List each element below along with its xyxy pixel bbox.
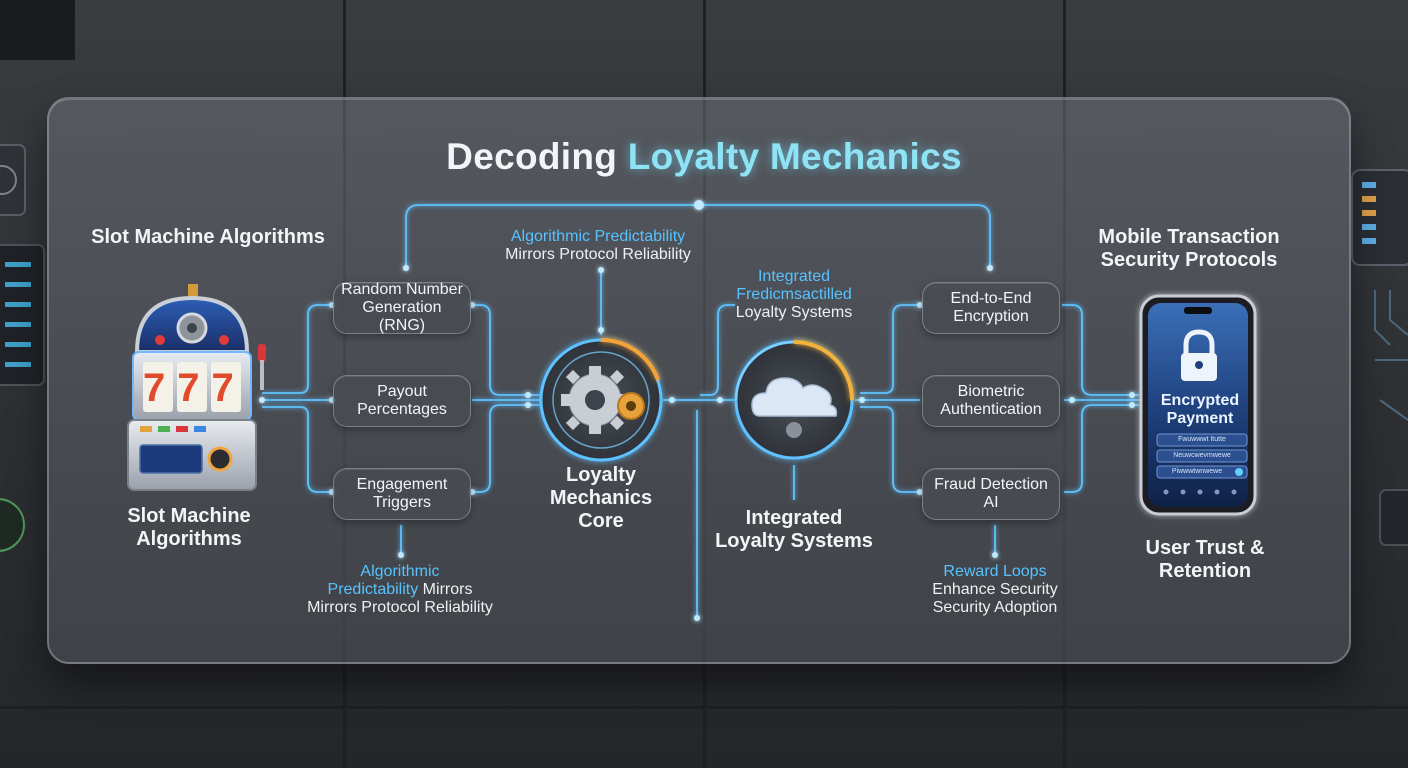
core-label-line2: Mechanics <box>549 487 653 509</box>
reward-annotation-line3: Security Adoption <box>932 599 1058 616</box>
right-caption-line1: User Trust & <box>1145 537 1265 559</box>
integrated-caption: Integrated Loyalty Systems <box>700 507 888 553</box>
left-heading: Slot Machine Algorithms <box>91 226 325 248</box>
bottom-left-annotation-line1: Algorithmic <box>360 563 440 580</box>
integrated-annotation-line1: Integrated <box>757 268 831 285</box>
page-title: Decoding Loyalty Mechanics <box>446 136 962 177</box>
top-annotation-line2: Mirrors Protocol Reliability <box>505 246 691 263</box>
phone-field-1[interactable]: Fwuwwwt Itutte <box>1178 436 1226 443</box>
reward-annotation-line1: Reward Loops <box>943 563 1047 580</box>
node-end-to-end-encryption[interactable]: End-to-End Encryption <box>922 282 1060 334</box>
bottom-left-annotation-line3: Mirrors Protocol Reliability <box>307 599 493 616</box>
diagram-panel <box>47 97 1351 664</box>
integrated-caption-line2: Loyalty Systems <box>715 530 873 552</box>
core-label: Loyalty Mechanics Core <box>530 464 672 533</box>
core-label-line3: Core <box>578 510 624 532</box>
node-biometric-authentication[interactable]: Biometric Authentication <box>922 375 1060 427</box>
left-caption-line2: Algorithms <box>136 528 242 550</box>
node-fraud-detection-ai[interactable]: Fraud Detection AI <box>922 468 1060 520</box>
phone-field-3[interactable]: Piwwwtwnwewe <box>1171 468 1223 475</box>
integrated-caption-line1: Integrated <box>745 507 843 529</box>
right-heading-line1: Mobile Transaction <box>1098 226 1280 248</box>
integrated-annotation: Integrated Fredicmsactilled Loyalty Syst… <box>706 268 882 322</box>
node-payout-percentages[interactable]: Payout Percentages <box>333 375 471 427</box>
reward-annotation-line2: Enhance Security <box>932 581 1058 598</box>
node-engagement-triggers[interactable]: Engagement Triggers <box>333 468 471 520</box>
right-heading: Mobile Transaction Security Protocols <box>1082 226 1296 272</box>
node-rng[interactable]: Random Number Generation (RNG) <box>333 281 471 334</box>
integrated-annotation-line2: Fredicmsactilled <box>736 286 852 303</box>
right-caption: User Trust & Retention <box>1120 537 1290 583</box>
phone-field-2[interactable]: Neuwcwevmwewe <box>1173 452 1231 459</box>
right-caption-line2: Retention <box>1158 560 1252 582</box>
top-annotation-line1: Algorithmic Predictability <box>510 228 686 245</box>
floor-seam <box>0 706 1408 709</box>
core-label-line1: Loyalty <box>565 464 637 486</box>
bottom-left-annotation-line2: Predictability Mirrors <box>327 581 473 598</box>
top-annotation: Algorithmic Predictability Mirrors Proto… <box>478 228 718 264</box>
left-caption-line1: Slot Machine <box>127 505 251 527</box>
phone-payment-line1: Encrypted <box>1160 392 1240 409</box>
left-caption: Slot Machine Algorithms <box>98 505 280 551</box>
background-object <box>0 0 75 60</box>
right-heading-line2: Security Protocols <box>1100 249 1278 271</box>
slot-reels: 777 <box>143 366 246 410</box>
phone-payment-label: Encrypted Payment <box>1150 392 1250 428</box>
phone-payment-line2: Payment <box>1166 410 1234 427</box>
bottom-left-annotation: Algorithmic Predictability Mirrors Mirro… <box>290 563 510 617</box>
integrated-annotation-line3: Loyalty Systems <box>735 304 853 321</box>
reward-annotation: Reward Loops Enhance Security Security A… <box>900 563 1090 617</box>
